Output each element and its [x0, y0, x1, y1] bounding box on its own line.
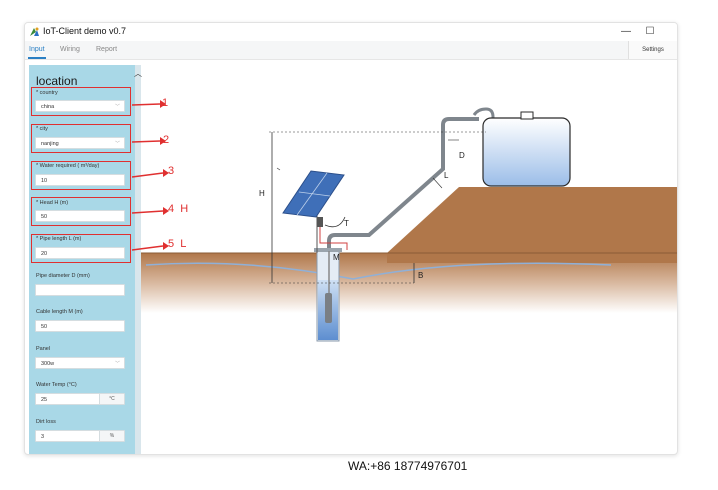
arrowhead-5: [163, 242, 169, 250]
annotation-arrows: [131, 100, 169, 251]
country-label: * country: [36, 90, 58, 96]
annotation-3: 3: [168, 165, 175, 177]
length-pointer: [432, 177, 443, 189]
label-D: D: [459, 151, 465, 160]
arrowhead-4: [163, 207, 169, 215]
highlight-box-country: [31, 87, 131, 116]
panel-grid-line: [298, 191, 331, 197]
panel-value: 300w: [41, 361, 55, 367]
arrowhead-2: [160, 137, 166, 145]
tab-report[interactable]: Report: [96, 46, 118, 53]
tank-inlet-pipe: [472, 107, 495, 123]
dirt-loss-label: Dirt loss: [36, 419, 56, 425]
title-bar: IoT-Client demo v0.7 — ☐: [25, 23, 677, 41]
arrow-4: [131, 210, 164, 214]
pump-system-diagram: H D L T M B: [141, 107, 677, 342]
submersible-pump: [325, 293, 332, 323]
contact-text: WA:+86 18774976701: [348, 459, 468, 473]
chevron-up-icon[interactable]: ︿: [134, 69, 142, 78]
label-T: T: [344, 219, 349, 228]
tab-wiring[interactable]: Wiring: [60, 46, 80, 53]
annotation-4: 4 H: [168, 203, 189, 215]
highlight-box-city: [31, 124, 131, 153]
annotation-2: 2: [163, 134, 170, 146]
hill: [387, 187, 677, 263]
app-icon: [30, 27, 39, 36]
water-required-input[interactable]: 10: [35, 174, 125, 186]
pipe-diameter-label: Pipe diameter D (mm): [36, 273, 90, 279]
input-sidebar: location * country china ﹀ * city nanjing…: [29, 65, 135, 454]
arrow-5: [131, 245, 164, 251]
city-value: nanjing: [41, 141, 59, 147]
tilt-angle-arc: [324, 216, 346, 228]
chevron-down-icon: ﹀: [114, 361, 120, 367]
sidebar-scrollbar[interactable]: [135, 65, 141, 454]
dirt-loss-unit: %: [99, 431, 124, 441]
active-tab-indicator: [28, 57, 46, 59]
arrow-3: [131, 172, 164, 178]
panel-grid-line: [296, 172, 328, 216]
pipe-diameter-input[interactable]: [35, 284, 125, 296]
water-temp-input[interactable]: 25 °C: [35, 393, 125, 405]
sidebar-title: location: [36, 74, 78, 88]
panel-select[interactable]: 300w ﹀: [35, 357, 125, 369]
dirt-loss-value: 3: [41, 434, 45, 440]
app-window: IoT-Client demo v0.7 — ☐ Input Wiring Re…: [24, 22, 678, 455]
highlight-box-head: [31, 197, 131, 226]
annotation-1: 1: [162, 97, 169, 109]
water-required-label: * Water required ( m³/day): [36, 163, 100, 169]
maximize-button[interactable]: ☐: [645, 26, 655, 37]
cable-length-input[interactable]: 50: [35, 320, 125, 332]
dirt-loss-input[interactable]: 3%: [35, 430, 125, 442]
well-cap: [314, 248, 342, 252]
label-H: H: [259, 189, 265, 198]
label-L: L: [444, 171, 449, 180]
water-temp-unit: °C: [99, 394, 124, 404]
tab-input[interactable]: Input: [29, 46, 45, 53]
highlight-box-pipe-length: [31, 234, 131, 263]
arrow-2: [131, 140, 161, 143]
controller-box: [317, 217, 323, 227]
chevron-down-icon: ﹀: [114, 104, 120, 110]
arrow-1: [131, 103, 161, 106]
highlight-box-water: [31, 161, 131, 190]
tank-hatch: [520, 111, 534, 120]
settings-button[interactable]: Settings: [628, 41, 677, 59]
water-tank: [482, 117, 571, 187]
label-M: M: [333, 253, 340, 262]
arrowhead-1: [160, 100, 166, 108]
country-value: china: [41, 104, 55, 110]
pipe-length-input[interactable]: 20: [35, 247, 125, 259]
window-title: IoT-Client demo v0.7: [43, 26, 127, 36]
chevron-down-icon: ﹀: [114, 141, 120, 147]
arrowhead-3: [163, 169, 169, 177]
head-top-tick: [276, 167, 281, 171]
head-input[interactable]: 50: [35, 210, 125, 222]
head-label: * Head H (m): [36, 200, 69, 206]
pipe-length-label: * Pipe length L (m): [36, 236, 82, 242]
delivery-pipe: [327, 117, 479, 248]
water-temp-label: Water Temp (°C): [36, 382, 77, 388]
country-select[interactable]: china ﹀: [35, 100, 125, 112]
tab-bar: Input Wiring Report Settings: [25, 41, 677, 60]
city-label: * city: [36, 126, 48, 132]
panel-label: Panel: [36, 346, 51, 352]
label-B: B: [418, 271, 423, 280]
cable-length-label: Cable length M (m): [36, 309, 83, 315]
city-select[interactable]: nanjing ﹀: [35, 137, 125, 149]
annotation-5: 5 L: [168, 238, 187, 250]
pump-cable: [319, 227, 348, 250]
minimize-button[interactable]: —: [621, 26, 631, 37]
water-temp-value: 25: [41, 397, 48, 403]
water-table: [145, 262, 612, 280]
